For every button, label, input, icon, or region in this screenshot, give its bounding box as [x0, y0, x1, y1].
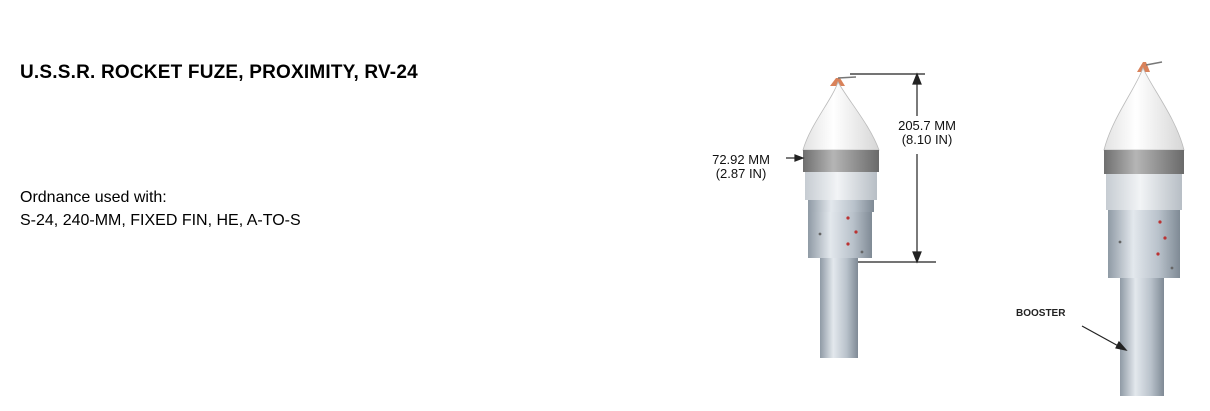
document-title: U.S.S.R. ROCKET FUZE, PROXIMITY, RV-24 — [20, 62, 418, 83]
ordnance-value: S-24, 240-MM, FIXED FIN, HE, A-TO-S — [20, 212, 301, 229]
diameter-dimension-label: 72.92 MM (2.87 IN) — [700, 153, 782, 181]
length-dimension-label: 205.7 MM (8.10 IN) — [886, 119, 968, 147]
fuze-left — [802, 76, 880, 358]
ordnance-label: Ordnance used with: — [20, 189, 167, 206]
booster-leader — [1081, 325, 1128, 351]
length-mm: 205.7 MM — [898, 118, 956, 133]
diameter-mm: 72.92 MM — [712, 152, 770, 167]
booster-label: BOOSTER — [1016, 308, 1066, 319]
dimension-diameter — [786, 154, 805, 162]
dimension-length — [850, 72, 936, 264]
fuze-right — [1103, 61, 1185, 396]
length-in: (8.10 IN) — [901, 132, 953, 147]
diameter-in: (2.87 IN) — [715, 166, 767, 181]
